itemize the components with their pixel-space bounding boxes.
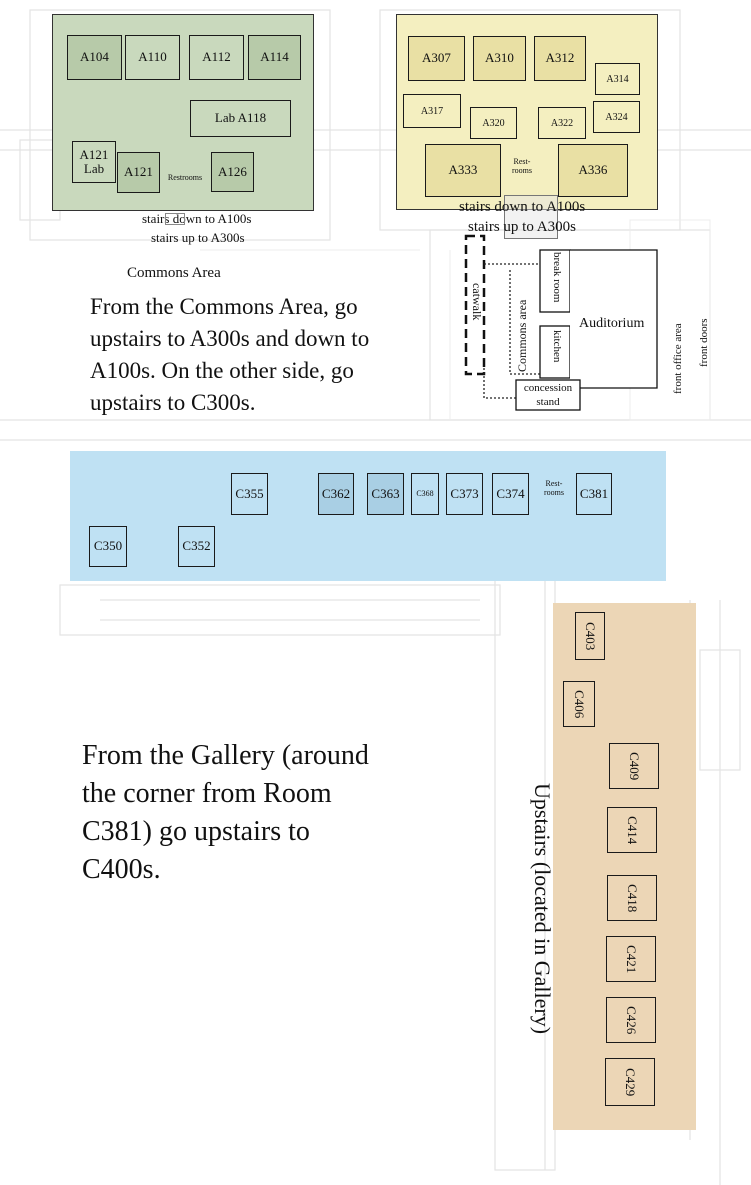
room-c374[interactable]: C374 [492, 473, 529, 515]
commons-area-vertical-label: Commons area [515, 299, 529, 372]
room-c426[interactable]: C426 [606, 997, 656, 1043]
commons-block-diagram [464, 234, 658, 411]
restrooms-a300: Rest-rooms [512, 157, 532, 175]
room-c350[interactable]: C350 [89, 526, 127, 567]
a100-stairs-up-label: stairs up to A300s [151, 230, 245, 245]
room-c381[interactable]: C381 [576, 473, 612, 515]
room-c352[interactable]: C352 [178, 526, 215, 567]
room-a121-lab[interactable]: A121 Lab [72, 141, 116, 183]
room-a104[interactable]: A104 [67, 35, 122, 80]
room-c373[interactable]: C373 [446, 473, 483, 515]
restrooms-a100: Restrooms [167, 172, 203, 182]
room-a310[interactable]: A310 [473, 36, 526, 81]
room-a322[interactable]: A322 [538, 107, 586, 139]
room-c363[interactable]: C363 [367, 473, 404, 515]
room-a324[interactable]: A324 [593, 101, 640, 133]
a300-stairs-up-label: stairs up to A300s [468, 219, 576, 235]
auditorium-label: Auditorium [579, 316, 645, 331]
room-a126[interactable]: A126 [211, 152, 254, 192]
a100-stairs-down-label: stairs down to A100s [142, 211, 252, 226]
room-a333[interactable]: A333 [425, 144, 501, 197]
room-c429[interactable]: C429 [605, 1058, 655, 1106]
a300-stairs-box [504, 195, 558, 239]
room-a314[interactable]: A314 [595, 63, 640, 95]
room-lab-a118[interactable]: Lab A118 [190, 100, 291, 137]
room-c418[interactable]: C418 [607, 875, 657, 921]
upstairs-gallery-label: Upstairs (located in Gallery) [530, 783, 555, 1035]
room-a110[interactable]: A110 [125, 35, 180, 80]
room-c362[interactable]: C362 [318, 473, 354, 515]
commons-area-label: Commons Area [127, 265, 221, 281]
kitchen-label: kitchen [551, 330, 563, 363]
concession-stand-label: concession stand [523, 382, 573, 408]
catwalk-label: catwalk [470, 283, 484, 321]
break-room-label: break room [551, 252, 563, 303]
room-c368[interactable]: C368 [411, 473, 439, 515]
a300-stairs-down-label: stairs down to A100s [459, 199, 586, 215]
stairs-icon [165, 213, 185, 225]
room-a312[interactable]: A312 [534, 36, 586, 81]
c300-zone [70, 451, 666, 581]
front-office-label: front office area [672, 323, 684, 394]
restrooms-c300: Rest-rooms [544, 479, 564, 497]
room-c403[interactable]: C403 [575, 612, 605, 660]
room-a114[interactable]: A114 [248, 35, 301, 80]
room-c406[interactable]: C406 [563, 681, 595, 727]
room-a121[interactable]: A121 [117, 152, 160, 193]
room-a112[interactable]: A112 [189, 35, 244, 80]
room-a307[interactable]: A307 [408, 36, 465, 81]
commons-instruction: From the Commons Area, go upstairs to A3… [90, 294, 370, 415]
room-c409[interactable]: C409 [609, 743, 659, 789]
room-c414[interactable]: C414 [607, 807, 657, 853]
room-a317[interactable]: A317 [403, 94, 461, 128]
room-a320[interactable]: A320 [470, 107, 517, 139]
room-c355[interactable]: C355 [231, 473, 268, 515]
room-a336[interactable]: A336 [558, 144, 628, 197]
gallery-instruction: From the Gallery (around the corner from… [82, 740, 369, 885]
room-c421[interactable]: C421 [606, 936, 656, 982]
front-doors-label: front doors [698, 318, 710, 367]
